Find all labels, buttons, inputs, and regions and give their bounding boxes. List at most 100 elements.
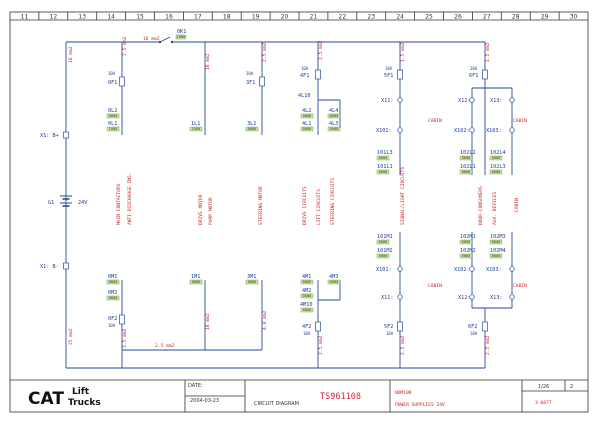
battery-plus-terminal (63, 131, 69, 139)
ruler-col-27: 27 (483, 14, 491, 21)
svg-text:1000: 1000 (192, 127, 201, 131)
battery-block: 16 mm2 25 mm2 X1: B+ X1: B- G1 24V (40, 42, 87, 368)
connector-0M1: 0M1 (108, 274, 117, 280)
svg-text:0000: 0000 (109, 114, 118, 118)
fuse-4F2 (315, 321, 321, 332)
fuse-6F2-rating: 10A (470, 331, 478, 336)
fuse-0F2-id: 0F2 (108, 316, 117, 322)
circuit-aux-devices: AUX. DEVICES (492, 192, 498, 225)
bottom-bus: 2.5 mm2 (66, 343, 485, 369)
terminal-X103-bottom: X103: (486, 267, 502, 273)
wire-label-left-bottom: 25 mm2 (68, 328, 74, 345)
circuit-drive: DRIVE CIRCUITS (302, 186, 308, 225)
branch-drive-motor: 16 mm2 1L1 1000 1M1 0000 16 mm2 DRIVE MO… (189, 42, 214, 350)
wire-label-left-top: 16 mm2 (68, 46, 74, 63)
fuse-6F1-id: 6F1 (469, 73, 478, 79)
branch-main-contactors: 2.5 mm2 10A 0F1 0L2 0000 0L1 1000 0M1 00… (106, 36, 133, 368)
svg-text:1.5 mm2: 1.5 mm2 (400, 42, 406, 62)
ruler-col-30: 30 (570, 14, 578, 21)
fuse-5F2-rating: 10A (386, 331, 394, 336)
fuse-6F1 (482, 69, 488, 80)
doc-type: CIRCUIT DIAGRAM (254, 401, 299, 407)
model: NOM10K (395, 390, 412, 396)
ruler-col-18: 18 (223, 14, 231, 21)
svg-text:4.0 mm2: 4.0 mm2 (262, 310, 268, 330)
ruler-col-23: 23 (367, 14, 375, 21)
fuse-4F1-id: 4F1 (300, 73, 309, 79)
svg-text:1.5 mm2: 1.5 mm2 (485, 42, 491, 62)
relay-102M1: 102M1 (460, 234, 476, 240)
outer-frame (9, 11, 589, 413)
terminal-X13-top: X13: (490, 98, 503, 104)
ruler-col-29: 29 (541, 14, 549, 21)
fuse-3F1 (259, 76, 265, 87)
terminal-X102-top: X102: (454, 128, 470, 134)
svg-text:0000: 0000 (303, 114, 312, 118)
svg-text:0000: 0000 (379, 156, 388, 160)
svg-text:0000: 0000 (303, 308, 312, 312)
relay-102M4: 102M4 (490, 248, 506, 254)
doc-number: TS961108 (320, 392, 361, 402)
ruler-col-26: 26 (454, 14, 462, 21)
fuse-5F1-id: 5F1 (384, 73, 393, 79)
terminal-X13-bottom: X13: (490, 295, 503, 301)
ruler-col-25: 25 (425, 14, 433, 21)
connector-4L2: 4L2 (302, 108, 311, 114)
circuit-door-consumers: DOOR-CONSUMERS (478, 186, 484, 225)
svg-text:0000: 0000 (462, 156, 471, 160)
relay-102M2: 102M2 (460, 248, 476, 254)
connector-0L2: 0L2 (108, 108, 117, 114)
svg-text:0000: 0000 (303, 127, 312, 131)
fuse-0F1-rating: 10A (108, 71, 116, 76)
svg-text:0000: 0000 (379, 254, 388, 258)
fuse-5F1-rating: 10A (385, 66, 393, 71)
circuit-cabin: CABIN (514, 198, 520, 212)
svg-text:2.5 mm2: 2.5 mm2 (400, 335, 406, 355)
connector-1M1: 1M1 (191, 274, 200, 280)
ruler-col-24: 24 (396, 14, 404, 21)
main-switch-tag: 1000 (177, 35, 186, 39)
terminal-X11-bottom: X11: (381, 295, 394, 301)
ruler-col-13: 13 (78, 14, 86, 21)
terminal-X101-top: X101: (376, 128, 392, 134)
fuse-0F1-id: 0F1 (108, 80, 117, 86)
fuse-4F1 (315, 69, 321, 80)
battery-id: G1 (48, 200, 54, 206)
ruler-col-21: 21 (310, 14, 318, 21)
ruler-col-19: 19 (252, 14, 260, 21)
main-switch-id: 0K1 (177, 29, 186, 35)
branch-signal-light: 1.5 mm2 10A 5F1 X11: X101: CABIN 101L3 0… (376, 42, 442, 368)
svg-text:2.5 mm2: 2.5 mm2 (122, 328, 128, 348)
cat-logo: CAT (28, 389, 64, 409)
circuit-main-contactors: MAIN CONTACTORS (116, 183, 122, 225)
title-block: CAT Lift Trucks DATE: 2004-03-23 CIRCUIT… (10, 379, 588, 412)
cabin-label-2: CABIN (428, 283, 442, 289)
svg-text:2.5 mm2: 2.5 mm2 (318, 40, 324, 60)
cabin-label-3: CABIN (513, 118, 527, 124)
terminal-X11-top: X11: (381, 98, 394, 104)
ruler-col-17: 17 (194, 14, 202, 21)
battery-plus-label: X1: B+ (40, 133, 59, 139)
fuse-6F2 (482, 321, 488, 332)
svg-text:0000: 0000 (492, 156, 501, 160)
battery-minus-label: X1: B- (40, 264, 59, 270)
svg-text:0000: 0000 (492, 240, 501, 244)
relay-102L4: 102L4 (490, 150, 506, 156)
svg-text:0000: 0000 (330, 114, 339, 118)
cabin-label-4: CABIN (513, 283, 527, 289)
fuse-5F2 (397, 321, 403, 332)
drawing-code: 3-6877 (535, 400, 552, 406)
ruler-col-20: 20 (281, 14, 289, 21)
relay-102L1: 102L1 (460, 164, 476, 170)
branch-aux-devices: 1.5 mm2 10A 6F1 X12: X13: X102: X103: CA… (454, 42, 527, 368)
brand-trucks: Trucks (68, 398, 101, 408)
date-label: DATE: (188, 383, 203, 389)
svg-text:1000: 1000 (109, 127, 118, 131)
terminal-X102-bottom: X102: (454, 267, 470, 273)
svg-text:0000: 0000 (379, 170, 388, 174)
svg-text:0000: 0000 (192, 280, 201, 284)
circuit-signal-light: SIGNAL/LIGHT CIRCUITS (400, 167, 406, 225)
svg-text:2.5 mm2: 2.5 mm2 (485, 335, 491, 355)
